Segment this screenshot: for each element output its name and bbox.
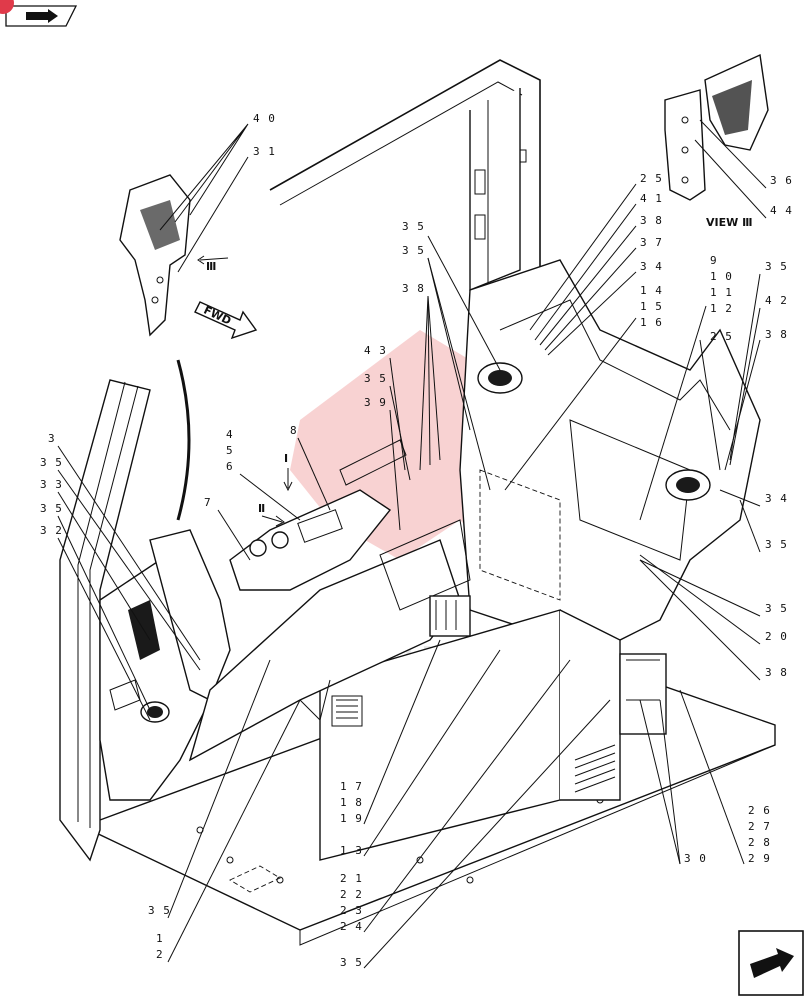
callout-c7[interactable]: 7 [204, 496, 212, 509]
view-label: VIEW Ⅲ [706, 216, 752, 229]
callout-c44[interactable]: 4 4 [770, 204, 793, 217]
callout-c1[interactable]: 1 [156, 932, 164, 945]
callout-c38r1[interactable]: 3 8 [765, 328, 788, 341]
callout-c15[interactable]: 1 5 [640, 300, 663, 313]
callout-c29[interactable]: 2 9 [748, 852, 771, 865]
view-two-arrow [261, 515, 285, 527]
callout-c40[interactable]: 4 0 [253, 112, 276, 125]
callout-c36[interactable]: 3 6 [770, 174, 793, 187]
callout-c35r1[interactable]: 3 5 [765, 260, 788, 273]
callout-c13[interactable]: 1 3 [340, 844, 363, 857]
callout-c3[interactable]: 3 [48, 432, 56, 445]
callout-c18[interactable]: 1 8 [340, 796, 363, 809]
callout-c35l2[interactable]: 3 5 [40, 502, 63, 515]
callout-c38r2[interactable]: 3 8 [765, 666, 788, 679]
callout-c24[interactable]: 2 4 [340, 920, 363, 933]
callout-c21[interactable]: 2 1 [340, 872, 363, 885]
rear-box [319, 609, 621, 861]
callout-c6[interactable]: 6 [226, 460, 234, 473]
callout-c10[interactable]: 1 0 [710, 270, 733, 283]
callout-c35r2[interactable]: 3 5 [765, 538, 788, 551]
cab-frame [59, 59, 541, 862]
callout-c28[interactable]: 2 8 [748, 836, 771, 849]
prev-page-tab[interactable] [4, 4, 78, 28]
view-marker-two: Ⅱ [258, 502, 265, 515]
fwd-label: FWD [202, 304, 234, 328]
callout-c25a[interactable]: 2 5 [640, 172, 663, 185]
callout-c33[interactable]: 3 3 [40, 478, 63, 491]
callout-c5[interactable]: 5 [226, 444, 234, 457]
callout-c17[interactable]: 1 7 [340, 780, 363, 793]
fwd-arrow: FWD [194, 301, 258, 340]
callout-c23[interactable]: 2 3 [340, 904, 363, 917]
callout-c26[interactable]: 2 6 [748, 804, 771, 817]
callout-c30[interactable]: 3 0 [684, 852, 707, 865]
left-console [99, 529, 231, 801]
callout-c14[interactable]: 1 4 [640, 284, 663, 297]
callout-c22[interactable]: 2 2 [340, 888, 363, 901]
callout-c35bl[interactable]: 3 5 [148, 904, 171, 917]
callout-c27[interactable]: 2 7 [748, 820, 771, 833]
callout-c41[interactable]: 4 1 [640, 192, 663, 205]
callout-c35t1[interactable]: 3 5 [402, 220, 425, 233]
callout-c35t2[interactable]: 3 5 [402, 244, 425, 257]
callout-c35l1[interactable]: 3 5 [40, 456, 63, 469]
callout-c38a[interactable]: 3 8 [640, 214, 663, 227]
callout-c4[interactable]: 4 [226, 428, 234, 441]
callout-c8[interactable]: 8 [290, 424, 298, 437]
callout-c19[interactable]: 1 9 [340, 812, 363, 825]
prev-page-tab-icon [5, 5, 78, 27]
rear-panel [459, 259, 761, 641]
callout-c16[interactable]: 1 6 [640, 316, 663, 329]
callout-c32[interactable]: 3 2 [40, 524, 63, 537]
view-one-arrow [283, 468, 293, 492]
callout-c34a[interactable]: 3 4 [640, 260, 663, 273]
callout-c37[interactable]: 3 7 [640, 236, 663, 249]
leader-lines [57, 119, 767, 969]
callout-c34b[interactable]: 3 4 [765, 492, 788, 505]
next-page-button[interactable] [738, 930, 804, 996]
center-console [188, 519, 667, 762]
view-marker-three: Ⅲ [206, 260, 216, 273]
callout-c39[interactable]: 3 9 [364, 396, 387, 409]
callout-c2[interactable]: 2 [156, 948, 164, 961]
callout-c35m[interactable]: 3 5 [364, 372, 387, 385]
callout-c25b[interactable]: 2 5 [710, 330, 733, 343]
callout-c11[interactable]: 1 1 [710, 286, 733, 299]
detail-view-three-right [664, 53, 769, 201]
page-badge [0, 0, 14, 14]
view-marker-one: Ⅰ [284, 452, 288, 465]
callout-c12[interactable]: 1 2 [710, 302, 733, 315]
view-curve-arrow [176, 359, 191, 521]
callout-c42[interactable]: 4 2 [765, 294, 788, 307]
callout-c35b[interactable]: 3 5 [340, 956, 363, 969]
callout-c31[interactable]: 3 1 [253, 145, 276, 158]
callout-c9[interactable]: 9 [710, 254, 718, 267]
callout-c43[interactable]: 4 3 [364, 344, 387, 357]
callout-numbers: 4 03 12 54 13 83 73 41 41 51 63 64 491 0… [40, 112, 793, 969]
next-page-arrow-icon [738, 930, 804, 996]
switch-panel [229, 439, 407, 591]
callout-c20[interactable]: 2 0 [765, 630, 788, 643]
callout-c38t[interactable]: 3 8 [402, 282, 425, 295]
callout-c35r3[interactable]: 3 5 [765, 602, 788, 615]
